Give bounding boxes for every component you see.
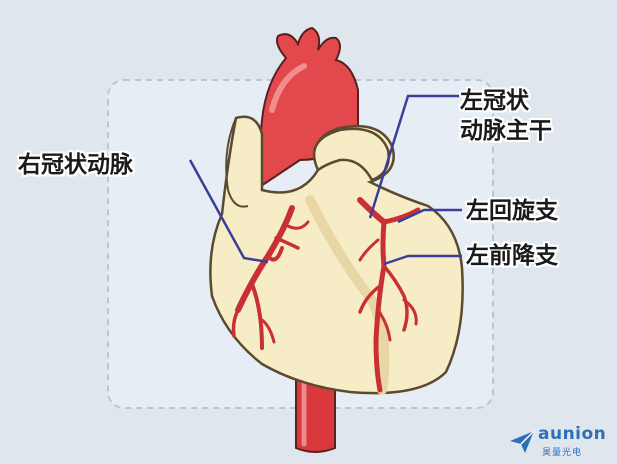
right-coronary-artery — [231, 205, 310, 350]
label-left-main-coronary-artery: 左冠状 动脉主干 — [460, 86, 552, 146]
leader-left-anterior-descending — [383, 254, 462, 266]
leader-right-coronary — [188, 159, 269, 264]
label-left-circumflex: 左回旋支 — [466, 198, 558, 224]
leader-left-main — [368, 94, 460, 219]
logo-wordmark: aunion — [538, 424, 607, 444]
leader-left-circumflex — [397, 208, 462, 224]
logo-subtitle: 昊量光电 — [542, 448, 583, 458]
label-right-coronary-artery: 右冠状动脉 — [18, 152, 133, 178]
label-left-main-line2: 动脉主干 — [460, 118, 552, 144]
leader-lines — [188, 94, 462, 266]
label-left-main-line1: 左冠状 — [460, 88, 529, 114]
label-left-anterior-descending: 左前降支 — [466, 243, 558, 269]
paper-plane-icon — [510, 430, 535, 453]
aunion-logo: aunion 昊量光电 — [508, 424, 612, 460]
left-coronary-arteries — [357, 197, 421, 393]
